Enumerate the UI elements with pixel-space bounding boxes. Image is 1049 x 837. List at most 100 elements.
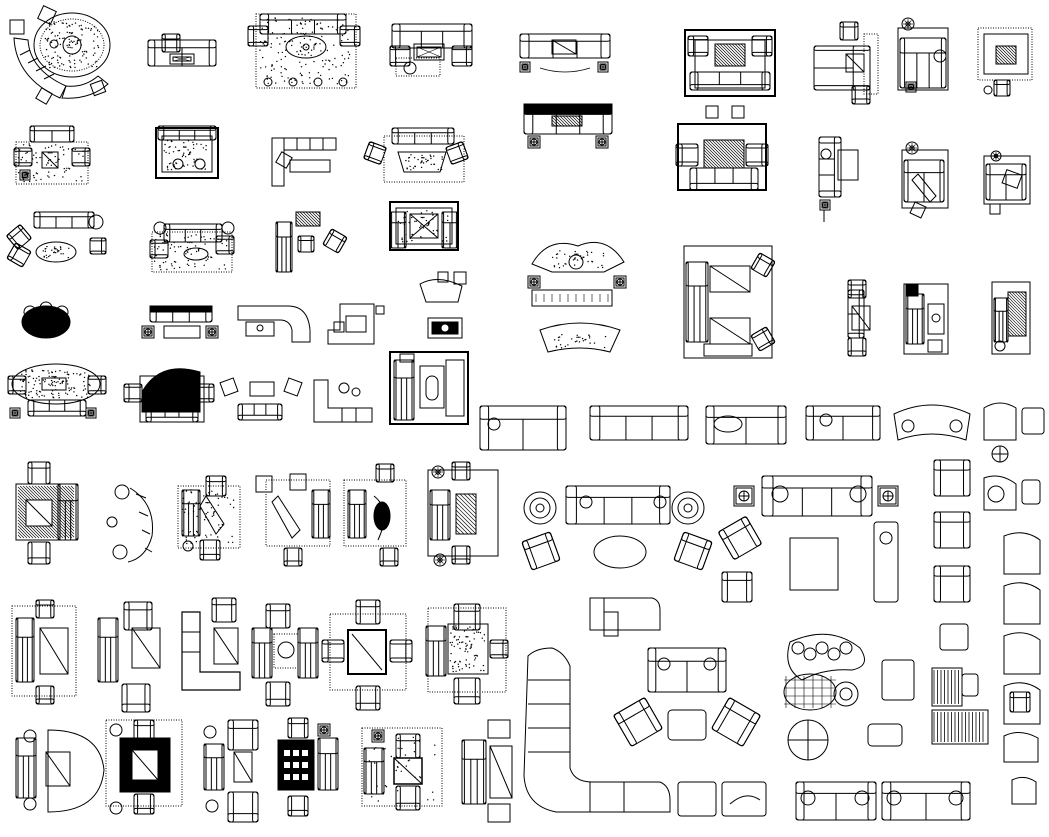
drawing-stroke (315, 627, 319, 679)
drawing-stroke (13, 147, 33, 152)
drawing-stroke (685, 261, 689, 343)
drawing-stroke (97, 45, 99, 47)
drawing-stroke (659, 485, 671, 525)
drawing-stroke (265, 40, 267, 43)
drawing-stroke (170, 263, 173, 265)
drawing-stroke (745, 161, 769, 167)
drawing-stroke (458, 641, 461, 644)
drawing-stroke (52, 393, 54, 396)
chair-r1-7a (839, 21, 859, 41)
drawing-stroke (368, 141, 387, 151)
drawing-stroke (577, 336, 580, 338)
drawing-stroke (61, 75, 109, 99)
drawing-stroke (562, 115, 574, 127)
drawing-stroke (45, 751, 71, 787)
drawing-stroke (433, 163, 435, 165)
drawing-stroke (789, 537, 839, 591)
drawing-stroke (862, 337, 867, 357)
sofa-r7-3 (203, 743, 225, 791)
drawing-stroke (455, 493, 477, 515)
drawing-stroke (68, 389, 71, 392)
drawing-stroke (423, 157, 425, 159)
drawing-stroke (297, 235, 302, 253)
drawing-stroke (267, 82, 269, 85)
drawing-stroke (308, 211, 321, 224)
drawing-stroke (50, 145, 53, 147)
drawing-stroke (613, 712, 637, 747)
drawing-stroke (402, 241, 404, 243)
drawing-stroke (211, 490, 213, 492)
drawing-stroke (311, 31, 314, 33)
drawing-stroke (78, 153, 80, 155)
drawing-stroke (567, 344, 569, 346)
drawing-stroke (36, 394, 38, 396)
drawing-stroke (71, 32, 73, 35)
sofa-o1 (479, 405, 567, 451)
drawing-stroke (867, 723, 903, 747)
drawing-stroke (68, 44, 70, 46)
drawing-stroke (851, 85, 856, 105)
drawing-stroke (455, 529, 461, 535)
drawing-stroke (450, 632, 452, 634)
drawing-stroke (68, 32, 71, 34)
drawing-stroke (571, 115, 583, 127)
drawing-stroke (93, 40, 95, 42)
drawing-stroke (423, 216, 425, 219)
drawing-stroke (143, 327, 153, 337)
drawing-stroke (476, 654, 478, 657)
drawing-stroke (33, 737, 37, 799)
drawing-stroke (59, 56, 61, 58)
drawing-stroke (899, 37, 906, 89)
drawing-stroke (452, 626, 454, 628)
drawing-stroke (385, 786, 388, 788)
drawing-stroke (310, 49, 313, 51)
drawing-stroke (827, 647, 841, 661)
drawing-stroke (13, 37, 67, 99)
sofa-r3-9 (993, 297, 1009, 343)
drawing-stroke (70, 388, 72, 391)
drawing-stroke (27, 541, 33, 565)
drawing-stroke (161, 33, 166, 53)
drawing-stroke (44, 379, 46, 381)
drawing-stroke (738, 139, 745, 146)
drawing-stroke (321, 657, 345, 663)
drawing-stroke (48, 255, 50, 258)
drawing-stroke (363, 155, 382, 165)
sofa-r5-3 (181, 489, 201, 537)
drawing-stroke (313, 77, 323, 87)
drawing-stroke (264, 40, 266, 42)
drawing-stroke (291, 44, 293, 47)
chair-r6-6b (453, 677, 481, 705)
drawing-stroke (123, 601, 130, 631)
drawing-stroke (445, 141, 464, 151)
drawing-stroke (667, 709, 707, 741)
drawing-stroke (1003, 682, 1041, 725)
drawing-stroke (465, 659, 467, 661)
drawing-stroke (1007, 329, 1015, 337)
drawing-stroke (187, 149, 189, 151)
drawing-stroke (300, 46, 303, 48)
drawing-stroke (328, 78, 331, 80)
drawing-stroke (52, 397, 55, 399)
drawing-stroke (303, 717, 309, 739)
drawing-stroke (995, 48, 1012, 65)
drawing-stroke (425, 375, 439, 401)
drawing-stroke (173, 246, 176, 248)
drawing-stroke (995, 60, 1000, 65)
chair-o6b (721, 571, 753, 603)
drawing-stroke (603, 346, 606, 349)
drawing-stroke (336, 83, 339, 85)
drawing-stroke (197, 250, 200, 252)
end-r2-5a (527, 135, 541, 149)
drawing-stroke (71, 162, 91, 167)
sofa-o9 (881, 781, 971, 821)
chair-r7-4a (287, 717, 309, 739)
drawing-stroke (17, 172, 20, 174)
drawing-stroke (322, 66, 324, 68)
drawing-stroke (184, 156, 187, 158)
drawing-stroke (389, 45, 411, 51)
sofa-r2-2 (157, 125, 217, 141)
drawing-stroke (170, 168, 173, 171)
drawing-stroke (54, 385, 56, 387)
